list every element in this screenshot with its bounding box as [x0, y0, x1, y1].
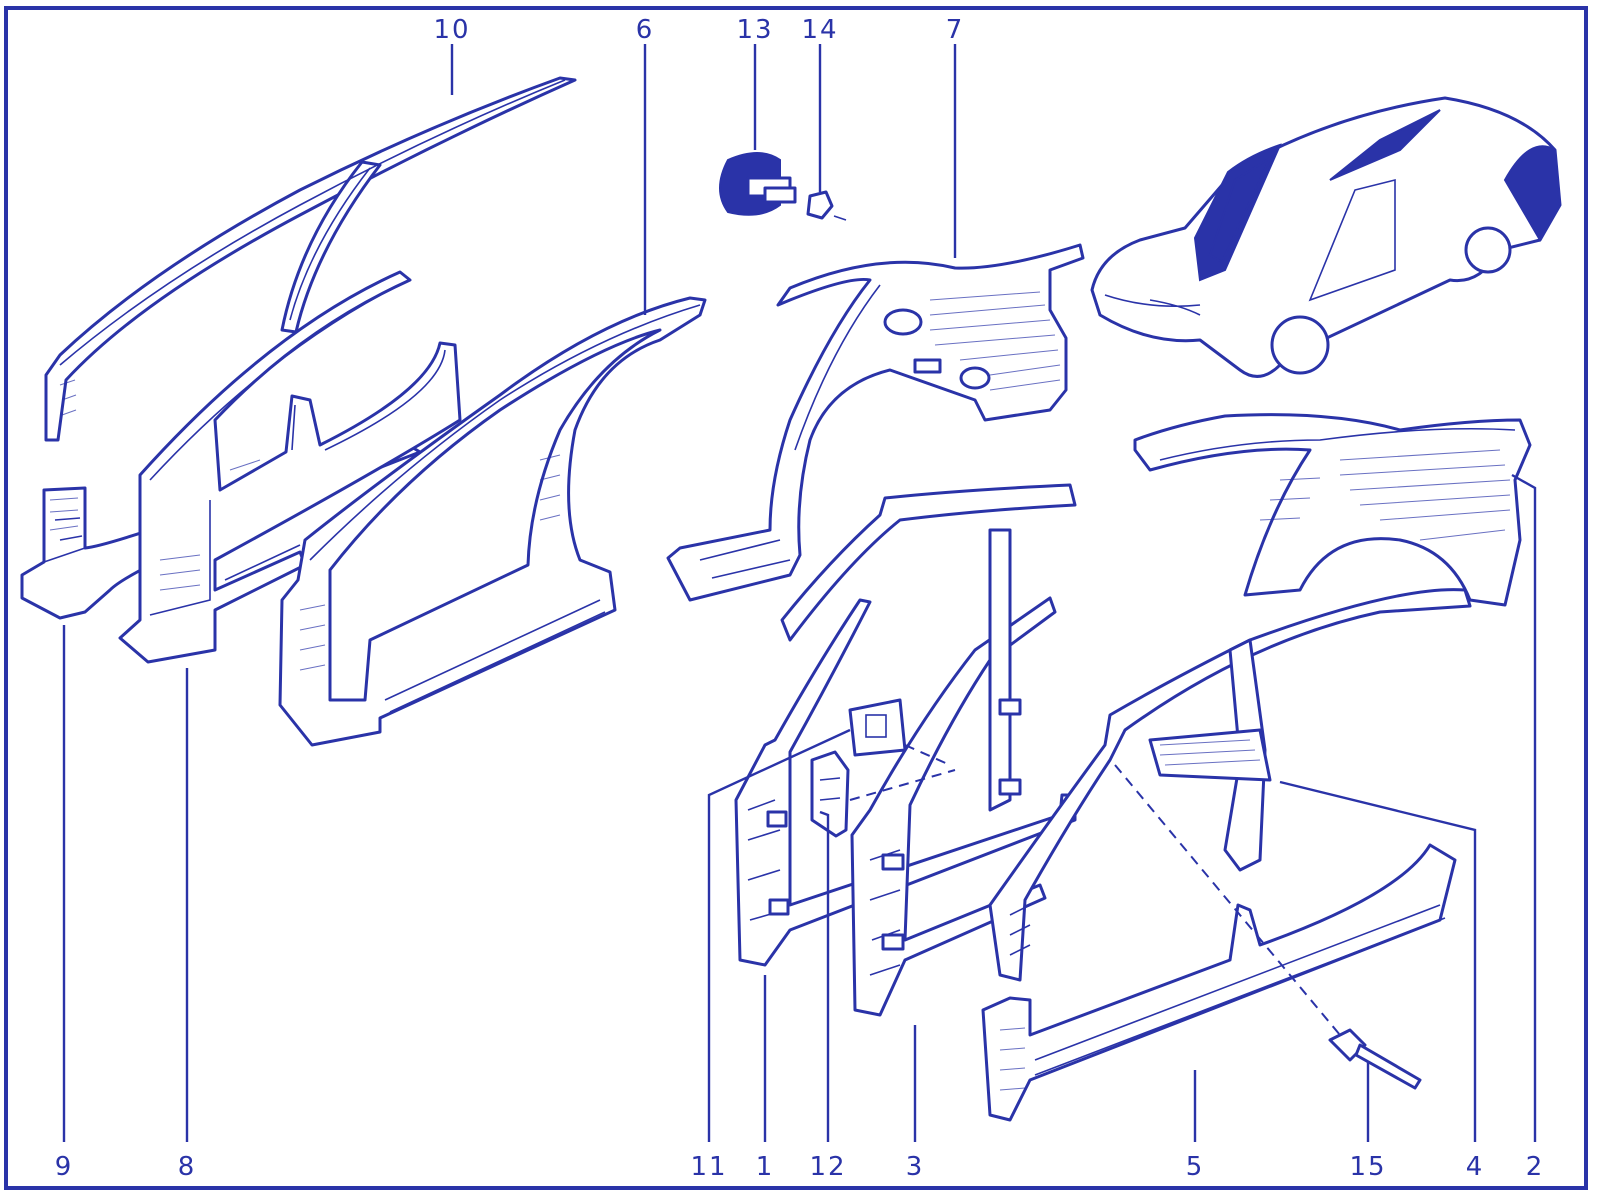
callout-11: 11: [690, 1152, 727, 1182]
callout-6: 6: [636, 15, 655, 45]
callout-2: 2: [1526, 1152, 1545, 1182]
part-7-rear-quarter-inner: [666, 243, 1085, 602]
part-2-outer-rear-quarter: [1133, 413, 1532, 607]
callout-7: 7: [946, 15, 965, 45]
assembly-line-flap: [904, 744, 951, 766]
part-5-outer-sill: [981, 843, 1457, 1122]
part-8-inner-body-side: [118, 270, 462, 664]
part-11-filler-flap: [848, 698, 907, 757]
part-13-fuel-filler-housing: [719, 152, 797, 216]
assembly-line-bracket: [849, 769, 956, 801]
part-6-outer-body-side: [278, 296, 707, 747]
part-15-rivet: [1328, 1028, 1422, 1090]
callout-15: 15: [1349, 1152, 1386, 1182]
callout-13: 13: [736, 15, 773, 45]
part-12-bracket: [810, 750, 850, 838]
callout-4: 4: [1466, 1152, 1485, 1182]
callout-14: 14: [801, 15, 838, 45]
callout-5: 5: [1186, 1152, 1205, 1182]
part-3-b-pillar-inner-sill: [780, 483, 1077, 1017]
callout-1: 1: [756, 1152, 775, 1182]
part-4-outer-door-frame: [988, 588, 1472, 982]
part-14-nut: [806, 190, 847, 221]
callout-12: 12: [809, 1152, 846, 1182]
assembly-line-rivet: [1114, 764, 1341, 1036]
part-1-a-pillar-lower: [734, 598, 1077, 967]
callout-3: 3: [906, 1152, 925, 1182]
part-10-roof-rail: [44, 76, 577, 442]
callout-9: 9: [55, 1152, 74, 1182]
callout-10: 10: [433, 15, 470, 45]
car-overview-illustration: [1090, 96, 1562, 378]
callout-labels: 10 6 13 14 7 9 8 11 1 12 3 5 15 4 2: [55, 15, 1545, 1182]
leader-lines: [62, 44, 1537, 1142]
callout-8: 8: [178, 1152, 197, 1182]
